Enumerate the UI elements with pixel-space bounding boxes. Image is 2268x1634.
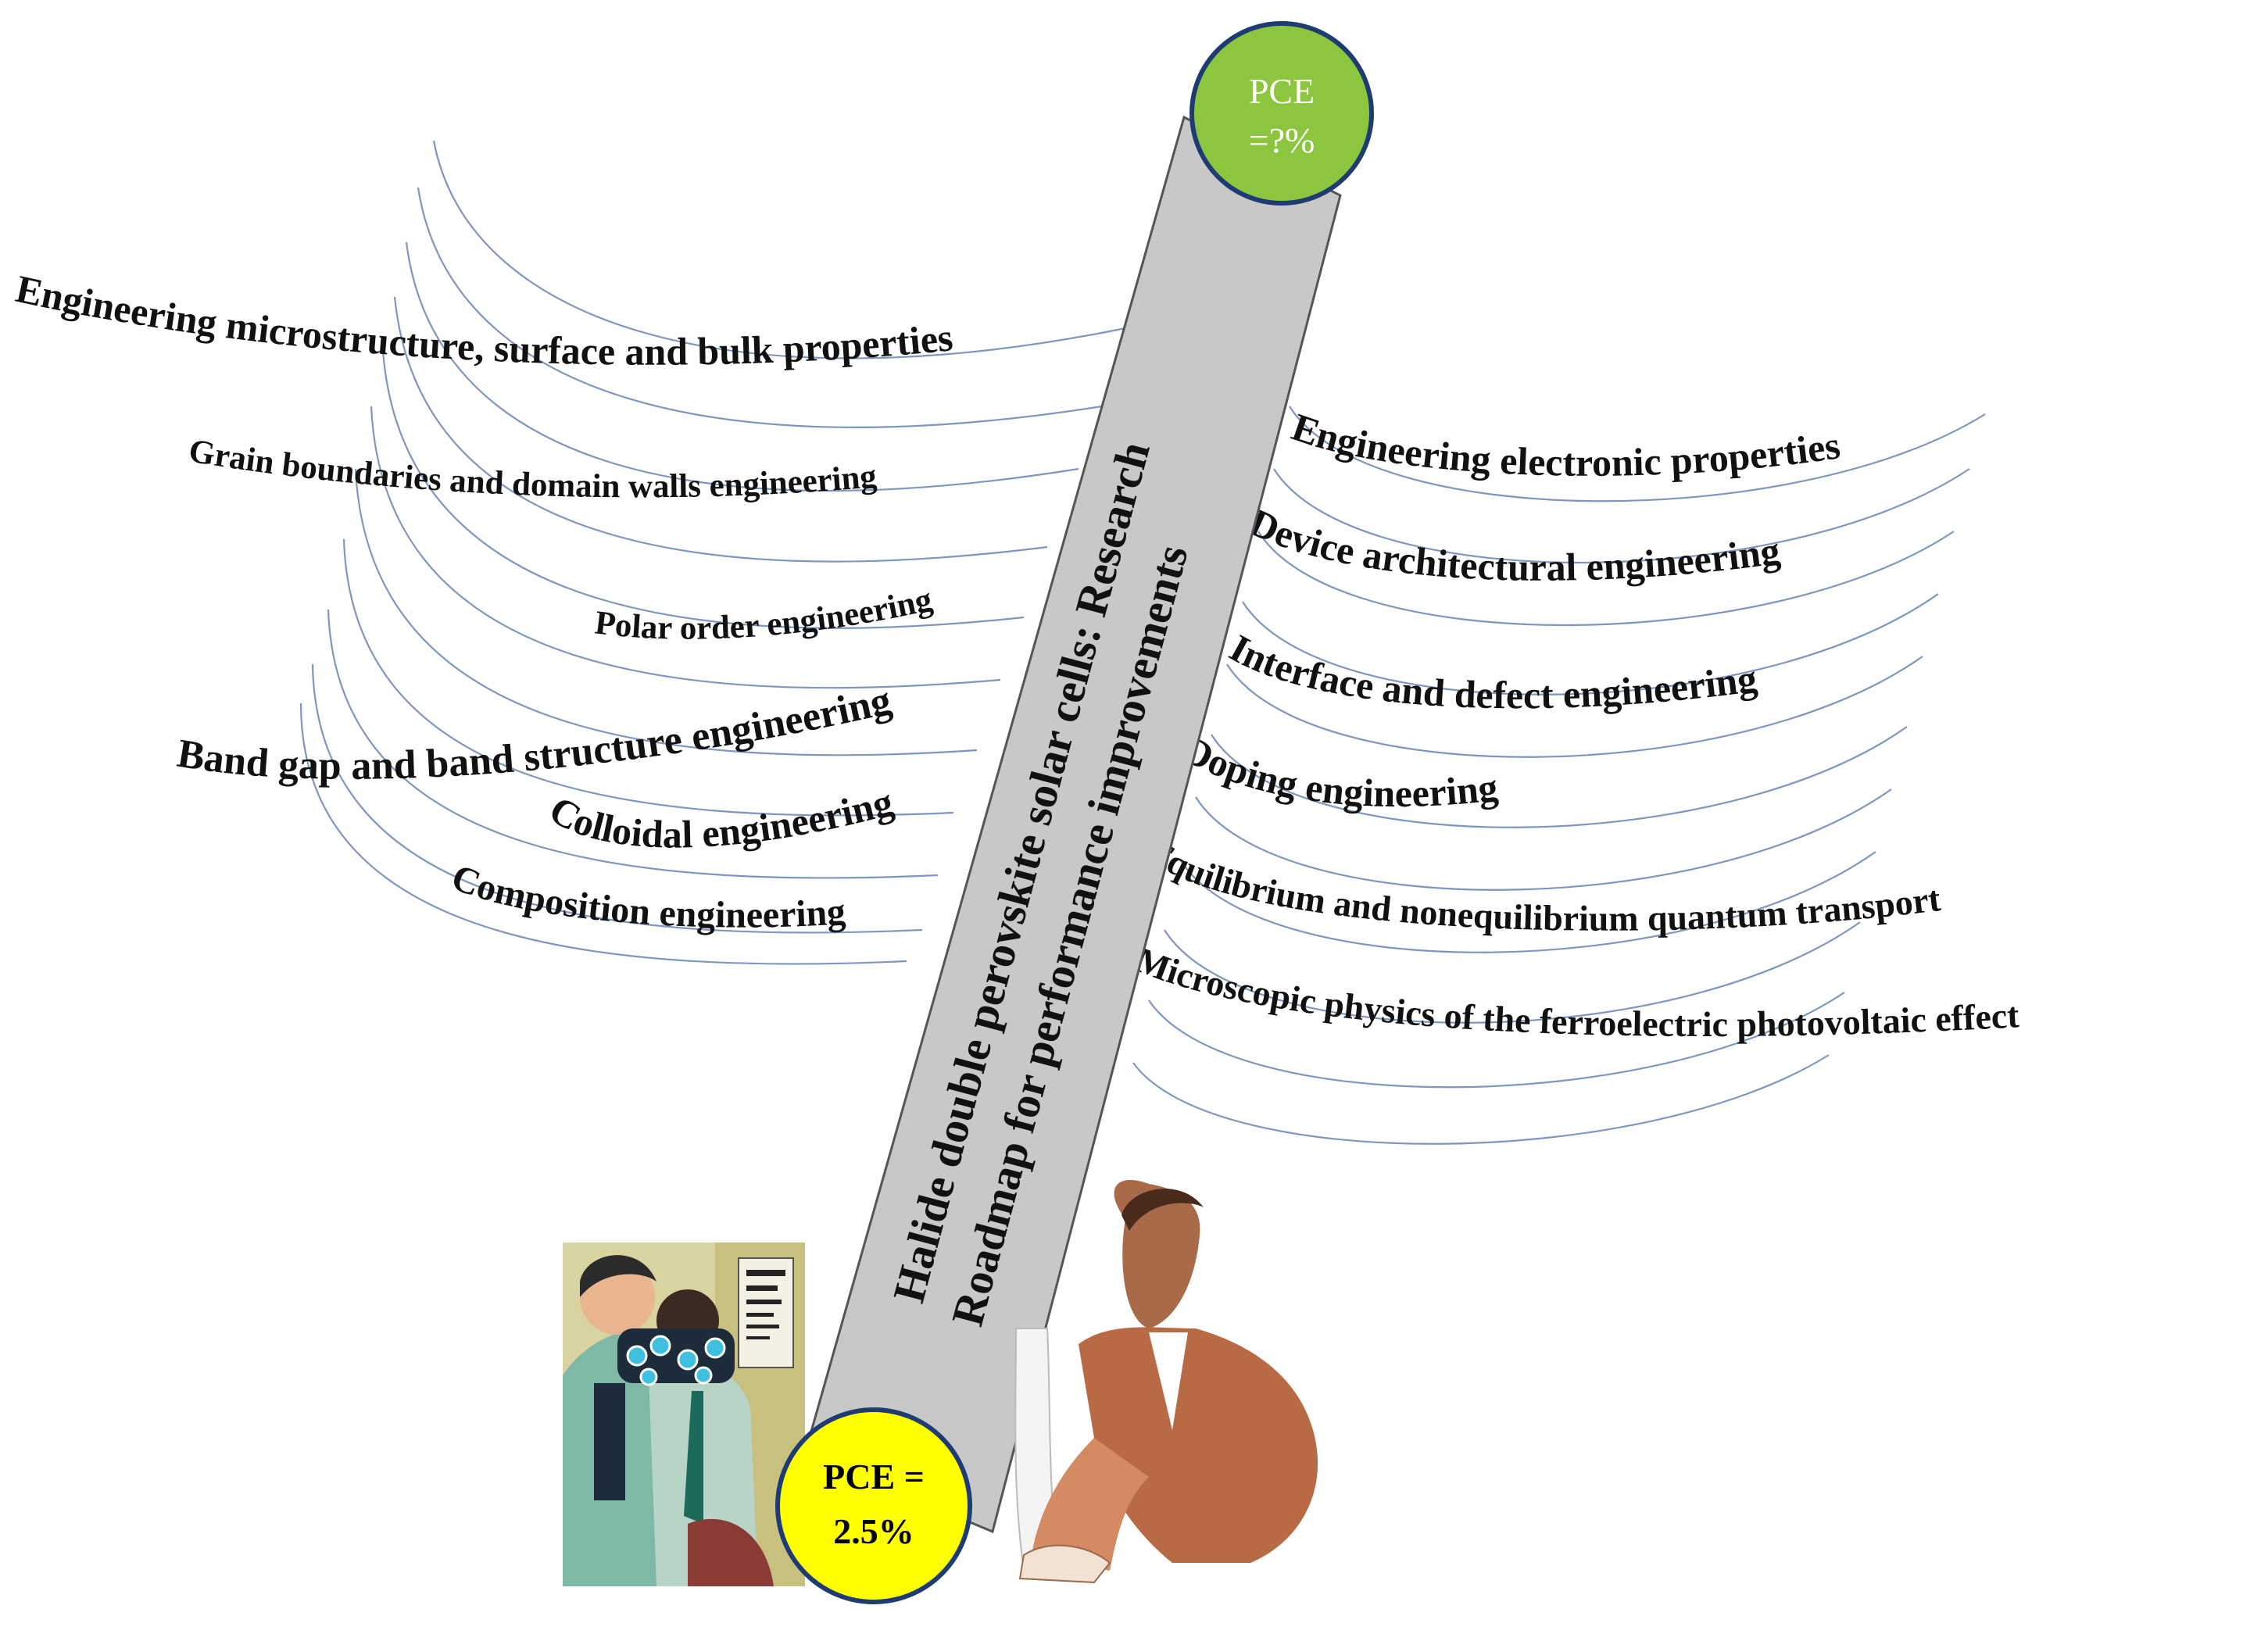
researcher-arm (1032, 1438, 1149, 1571)
patient-hand (688, 1518, 774, 1586)
target-pce-badge (1189, 21, 1374, 206)
branch-label-grain-boundaries: Grain boundaries and domain walls engine… (186, 433, 878, 506)
left-curve (432, 139, 1127, 359)
researcher-hair (1121, 1189, 1204, 1231)
branch-label-quantum-transport: Equilibrium and nonequilibrium quantum t… (1140, 830, 1944, 939)
branch-label-ferroelectric: Microscopic physics of the ferroelectric… (1130, 939, 2020, 1044)
left-curve (417, 186, 1104, 428)
branch-label-band-gap: Band gap and band structure engineering (174, 678, 896, 788)
left-branch-labels: Engineering microstructure, surface and … (13, 266, 955, 936)
current-pce-label: PCE = (823, 1457, 925, 1496)
phoropter-stand (594, 1383, 625, 1500)
phoropter-lenses (626, 1335, 726, 1386)
current-pce-circle: PCE = 2.5% (775, 1407, 972, 1604)
branch-label-polar-order: Polar order engineering (593, 581, 936, 647)
target-pce-label: PCE (1249, 71, 1315, 111)
branch-label-doping: Doping engineering (1176, 727, 1500, 815)
right-curve (1132, 1053, 1830, 1145)
branch-label-electronic: Engineering electronic properties (1286, 405, 1843, 484)
target-pce-circle: PCE =?% (1189, 21, 1374, 206)
current-pce-value: 2.5% (833, 1511, 914, 1551)
researcher-jacket (1079, 1327, 1318, 1563)
researcher-shirt (1149, 1332, 1188, 1430)
optometrist-illustration (563, 1242, 805, 1586)
researcher-illustration (1014, 1180, 1318, 1584)
branch-label-interface-defect: Interface and defect engineering (1223, 626, 1760, 717)
patient-tie (684, 1391, 703, 1524)
eye-chart-letters (746, 1270, 785, 1339)
target-pce-value: =?% (1249, 120, 1315, 160)
branch-label-colloidal: Colloidal engineering (542, 779, 897, 856)
current-pce-badge (775, 1407, 972, 1604)
doctor-hair (580, 1255, 656, 1297)
branch-label-microstructure: Engineering microstructure, surface and … (13, 266, 955, 374)
keyboard (1018, 1544, 1111, 1584)
